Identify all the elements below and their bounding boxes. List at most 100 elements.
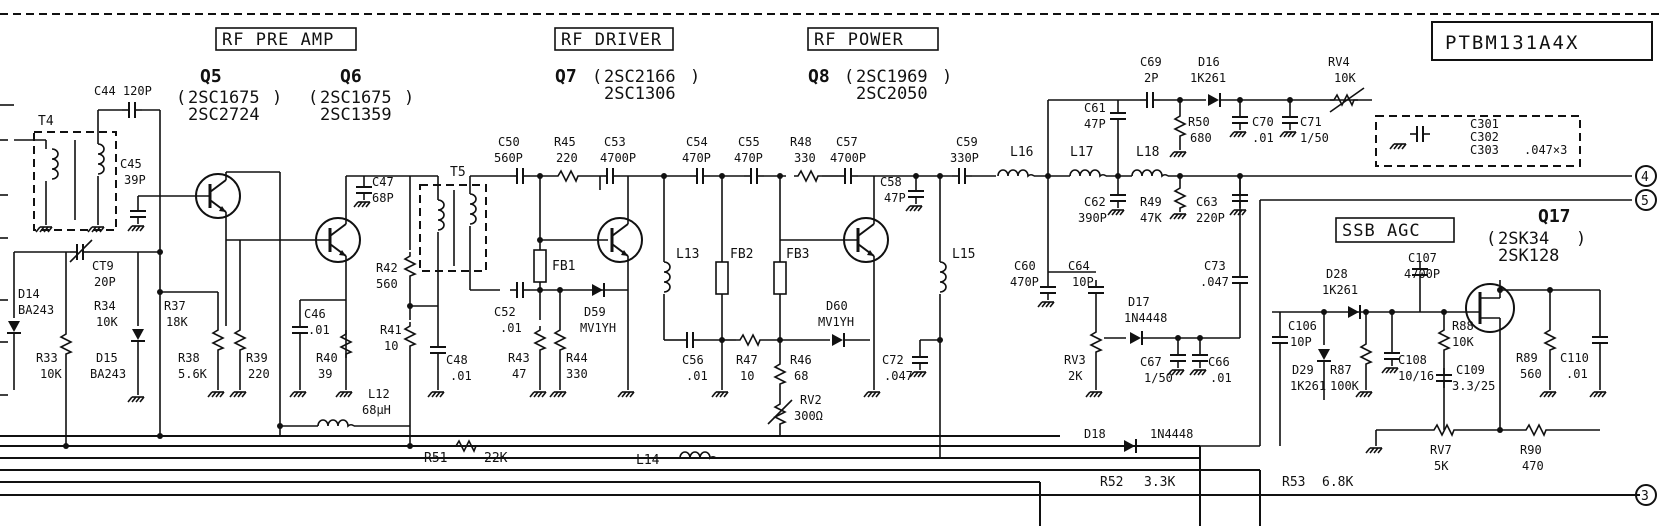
c69-ref: C69 — [1140, 55, 1162, 69]
q5-type-1: 2SC1675 — [188, 88, 260, 108]
c47-val: 68P — [372, 191, 394, 205]
c73-ref: C73 — [1204, 259, 1226, 273]
left-edge-ticks — [0, 104, 14, 396]
l17-label: L17 — [1070, 145, 1093, 160]
rv7-val: 5K — [1434, 459, 1449, 473]
rv4-ref: RV4 — [1328, 55, 1350, 69]
r41-val: 10 — [384, 339, 398, 353]
c55-val: 470P — [734, 151, 763, 165]
c44-label: C44 120P — [94, 84, 152, 98]
c61-ref: C61 — [1084, 101, 1106, 115]
r43-ref: R43 — [508, 351, 530, 365]
r44-ref: R44 — [566, 351, 588, 365]
c54-ref: C54 — [686, 135, 708, 149]
c302-ref: C302 — [1470, 130, 1499, 144]
r50-val: 680 — [1190, 131, 1212, 145]
svg-text:3: 3 — [1641, 489, 1649, 504]
r45-ref: R45 — [554, 135, 576, 149]
c58-ref: C58 — [880, 175, 902, 189]
t5-shield — [419, 184, 487, 272]
d18-ref: D18 — [1084, 427, 1106, 441]
c50-val: 560P — [494, 151, 523, 165]
d59-val: MV1YH — [580, 321, 616, 335]
r48-ref: R48 — [790, 135, 812, 149]
q5-type-2: 2SC2724 — [188, 105, 260, 125]
t4-shield — [33, 131, 117, 231]
r51-ref: R51 — [424, 451, 447, 466]
q7-type-1: 2SC2166 — [604, 67, 676, 87]
r52-ref: R52 — [1100, 475, 1123, 490]
fb3-symbol — [773, 261, 787, 295]
c48-ref: C48 — [446, 353, 468, 367]
c70-ref: C70 — [1252, 115, 1274, 129]
r90-ref: R90 — [1520, 443, 1542, 457]
c45-val: 39P — [124, 173, 146, 187]
c70-val: .01 — [1252, 131, 1274, 145]
d16-val: 1K261 — [1190, 71, 1226, 85]
d16-ref: D16 — [1198, 55, 1220, 69]
d60-val: MV1YH — [818, 315, 854, 329]
c64-ref: C64 — [1068, 259, 1090, 273]
rv2-ref: RV2 — [800, 393, 822, 407]
c106-ref: C106 — [1288, 319, 1317, 333]
c53-ref: C53 — [604, 135, 626, 149]
r43-val: 47 — [512, 367, 526, 381]
ct9-val: 20P — [94, 275, 116, 289]
c52-val: .01 — [500, 321, 522, 335]
q6-ref: Q6 — [340, 66, 362, 87]
c69-val: 2P — [1144, 71, 1158, 85]
r38-val: 5.6K — [178, 367, 208, 381]
r44-val: 330 — [566, 367, 588, 381]
c73-val: .047 — [1200, 275, 1229, 289]
q17-ref: Q17 — [1538, 206, 1571, 227]
r33-val: 10K — [40, 367, 62, 381]
r89-ref: R89 — [1516, 351, 1538, 365]
c57-val: 4700P — [830, 151, 866, 165]
q7-type-2: 2SC1306 — [604, 84, 676, 104]
q8-ref: Q8 — [808, 66, 830, 87]
svg-text:): ) — [942, 67, 952, 87]
svg-text:(: ( — [176, 88, 186, 108]
rv3-val: 2K — [1068, 369, 1083, 383]
r53-val: 6.8K — [1322, 475, 1353, 490]
c61-val: 47P — [1084, 117, 1106, 131]
c45-ref: C45 — [120, 157, 142, 171]
rf-driver-box — [554, 27, 674, 51]
rf-pre-amp-box — [215, 27, 357, 51]
fb2-label: FB2 — [730, 247, 753, 262]
c301-303-val: .047×3 — [1524, 143, 1567, 157]
c109-val: 3.3/25 — [1452, 379, 1495, 393]
c46-val: .01 — [308, 323, 330, 337]
c303-ref: C303 — [1470, 143, 1499, 157]
ct9-ref: CT9 — [92, 259, 114, 273]
c71-ref: C71 — [1300, 115, 1322, 129]
r42-val: 560 — [376, 277, 398, 291]
connector-3 — [1635, 484, 1657, 506]
q7-ref: Q7 — [555, 66, 577, 87]
r45-val: 220 — [556, 151, 578, 165]
r37-ref: R37 — [164, 299, 186, 313]
c107-val: 4700P — [1404, 267, 1440, 281]
d60-ref: D60 — [826, 299, 848, 313]
svg-text:): ) — [1576, 229, 1586, 249]
c66-ref: C66 — [1208, 355, 1230, 369]
d18-val: 1N4448 — [1150, 427, 1193, 441]
d15-ref: D15 — [96, 351, 118, 365]
bottom-bus-lines — [0, 435, 1640, 526]
r41-ref: R41 — [380, 323, 402, 337]
c72-ref: C72 — [882, 353, 904, 367]
r89-val: 560 — [1520, 367, 1542, 381]
c67-ref: C67 — [1140, 355, 1162, 369]
r53-ref: R53 — [1282, 475, 1305, 490]
q8-type-2: 2SC2050 — [856, 84, 928, 104]
fb2-symbol — [715, 261, 729, 295]
c46-ref: C46 — [304, 307, 326, 321]
r39-ref: R39 — [246, 351, 268, 365]
ssb-agc-circuit: D28 1K261 C107 4700P C106 10P D29 1K261 … — [1271, 251, 1609, 490]
t4-label: T4 — [38, 114, 54, 129]
c109-ref: C109 — [1456, 363, 1485, 377]
connectors: 4 5 3 — [1635, 165, 1657, 506]
svg-text:(: ( — [592, 67, 602, 87]
c301-303-box — [1375, 115, 1581, 167]
output-filter-circuit: C69 2P D16 1K261 C61 47P L17 L18 R50 680… — [870, 55, 1632, 490]
